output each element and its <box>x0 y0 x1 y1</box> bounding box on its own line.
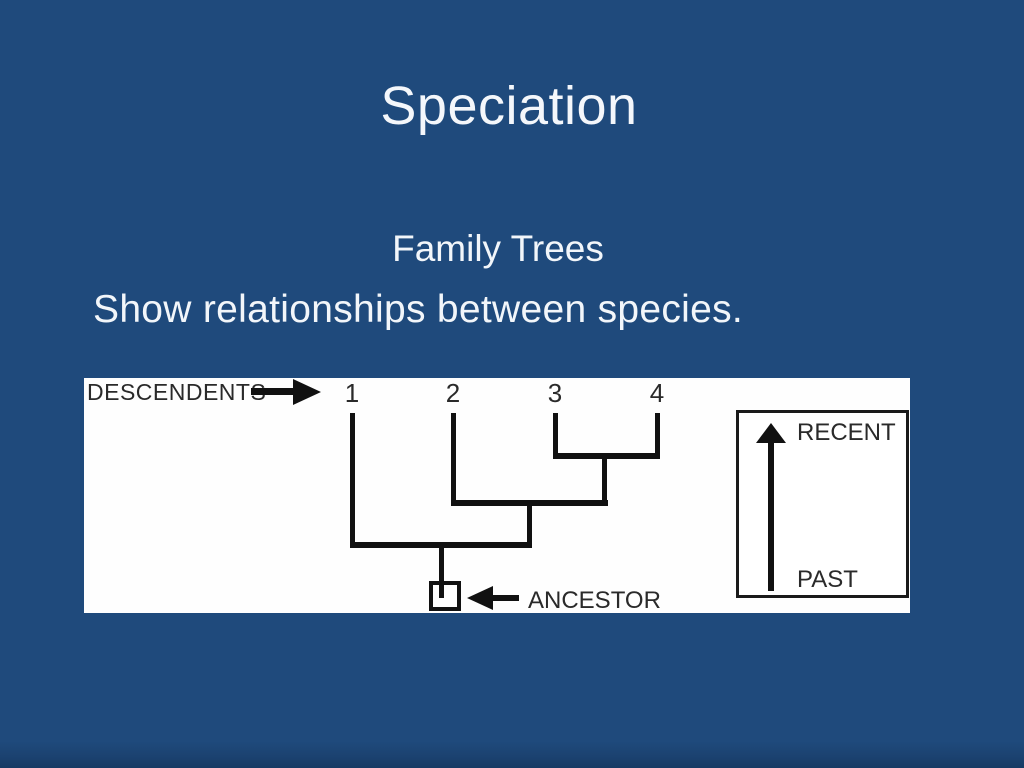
clade-2-3-4-stem <box>527 500 532 547</box>
up-arrow-icon <box>768 438 774 591</box>
body-text: Show relationships between species. <box>93 288 744 331</box>
ancestor-label: ANCESTOR <box>528 587 661 614</box>
root-stem <box>439 542 444 598</box>
right-arrow-head-icon <box>293 379 321 405</box>
subtitle-family-trees: Family Trees <box>392 228 604 269</box>
up-arrow-head-icon <box>756 423 786 443</box>
family-tree-figure: DESCENDENTS 1 2 3 4 ANCESTOR RECENT PAST <box>84 378 910 613</box>
ancestor-node-square <box>429 581 461 611</box>
species-label-1: 1 <box>344 378 360 408</box>
species-label-3: 3 <box>547 378 563 408</box>
slide-title: Speciation <box>380 76 638 136</box>
species-3-branch <box>553 413 558 458</box>
species-4-branch <box>655 413 660 458</box>
species-1-branch <box>350 413 355 547</box>
past-label: PAST <box>797 566 858 593</box>
time-axis-box <box>736 410 909 598</box>
clade-3-4-stem <box>602 453 607 505</box>
right-arrow-icon <box>251 388 293 395</box>
recent-label: RECENT <box>797 419 896 446</box>
left-arrow-head-icon <box>467 586 493 610</box>
species-label-4: 4 <box>649 378 665 408</box>
descendents-label: DESCENDENTS <box>87 379 267 405</box>
species-2-branch <box>451 413 456 505</box>
left-arrow-icon <box>493 595 519 601</box>
species-label-2: 2 <box>445 378 461 408</box>
